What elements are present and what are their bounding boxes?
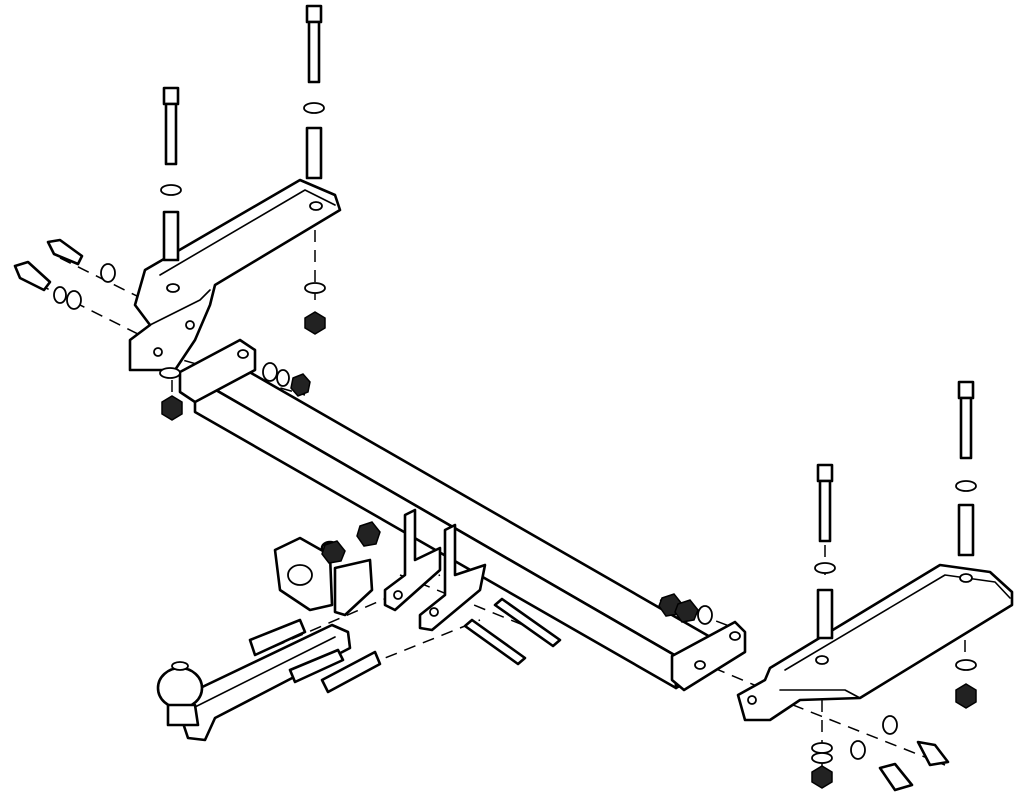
tow-ball-arm: [156, 623, 352, 742]
clamp-plates: [248, 618, 382, 694]
ball-mount-brackets: [383, 508, 487, 632]
nuts: [161, 373, 699, 623]
right-side-bracket: [736, 563, 1014, 722]
left-side-bracket: [128, 178, 342, 372]
washers: [53, 263, 898, 764]
right-vertical-bolt-set-1: [811, 463, 836, 789]
right-vertical-bolt-set-2: [955, 380, 977, 709]
left-vertical-bolt-set-1: [160, 86, 182, 262]
crossbar-tube: [178, 338, 747, 692]
short-bolts: [13, 238, 950, 792]
left-vertical-bolt-set-2: [303, 4, 326, 335]
